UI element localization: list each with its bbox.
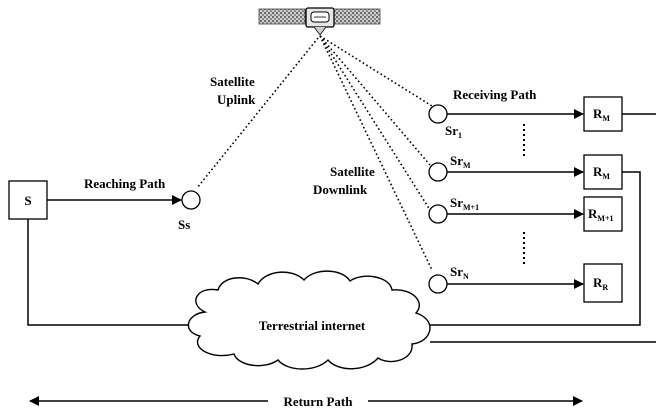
receiver-node — [583, 263, 623, 303]
satellite-uplink-label: Satellite — [210, 74, 255, 89]
receiver-station-node — [428, 162, 448, 182]
satellite-station-label: Ss — [178, 217, 190, 232]
receiving-path-label: Receiving Path — [453, 87, 537, 102]
satellite-downlink-label: Satellite — [330, 164, 375, 179]
receiver-station-node — [428, 104, 448, 124]
satellite-uplink-line — [196, 37, 319, 189]
receiver-station-label: Sr1 — [445, 123, 462, 140]
receiver-station-node — [428, 204, 448, 224]
source-label: S — [24, 193, 31, 208]
receiver-label: RM — [593, 164, 610, 181]
receiver-station-label: SrN — [450, 264, 469, 281]
receiver-station-label: SrM+1 — [450, 195, 479, 212]
receiver-station-node — [428, 274, 448, 294]
receiver-label: RR — [593, 275, 608, 292]
return-path-label: Return Path — [284, 394, 354, 409]
return-wire-receiver-m — [428, 171, 641, 326]
return-wire-source — [27, 219, 192, 326]
satellite-uplink-label: Uplink — [217, 92, 256, 107]
receiver-station-label: SrM — [450, 153, 471, 170]
terrestrial-internet-label: Terrestrial internet — [259, 318, 366, 333]
terrestrial-internet-cloud: Terrestrial internet — [187, 270, 431, 370]
satellite-downlink-line-1 — [319, 35, 433, 107]
satellite-station-node — [181, 190, 201, 210]
receiver-node — [583, 196, 623, 232]
reaching-path-label: Reaching Path — [84, 176, 166, 191]
receiver-node — [583, 154, 623, 190]
receiver-label: RM — [593, 106, 610, 123]
receiver-label: RM+1 — [588, 206, 614, 223]
satellite-downlink-label: Downlink — [313, 182, 368, 197]
satellite-downlink-line-4 — [319, 35, 433, 271]
satellite-downlink-line-2 — [319, 35, 431, 166]
satellite-icon — [258, 7, 381, 36]
satellite-downlink-line-3 — [319, 35, 431, 211]
